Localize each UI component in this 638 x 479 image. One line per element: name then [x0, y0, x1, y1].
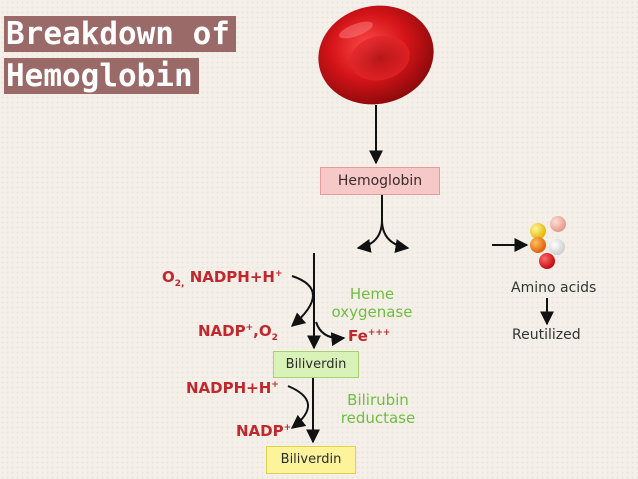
- step1-inputs: O2, NADPH+H+: [162, 268, 283, 289]
- red-blood-cell-icon: [318, 5, 434, 105]
- cofactor-curve-step-2: [287, 385, 309, 429]
- enzyme-heme-oxygenase: Heme oxygenase: [331, 285, 413, 321]
- cofactor-curve-step-1: [290, 275, 314, 327]
- hemoglobin-node: Hemoglobin: [320, 167, 440, 195]
- arrow-to-iron: [315, 321, 346, 347]
- split-arrow: [356, 195, 410, 253]
- biliverdin-node-2: Biliverdin: [266, 446, 356, 474]
- step1-outputs: NADP+,O2: [198, 322, 278, 343]
- slide-title-line-1: Breakdown of: [4, 16, 236, 52]
- step2-output: NADP+: [236, 422, 292, 440]
- amino-acid-balls-icon: [530, 216, 566, 269]
- enzyme-bilirubin-reductase: Bilirubin reductase: [340, 391, 416, 427]
- biliverdin-node-1: Biliverdin: [273, 351, 359, 378]
- reutilized-label: Reutilized: [512, 327, 581, 343]
- step2-input: NADPH+H+: [186, 379, 279, 397]
- amino-acids-label: Amino acids: [511, 280, 597, 296]
- iron-product: Fe+++: [348, 327, 391, 345]
- slide-title-line-2: Hemoglobin: [4, 58, 199, 94]
